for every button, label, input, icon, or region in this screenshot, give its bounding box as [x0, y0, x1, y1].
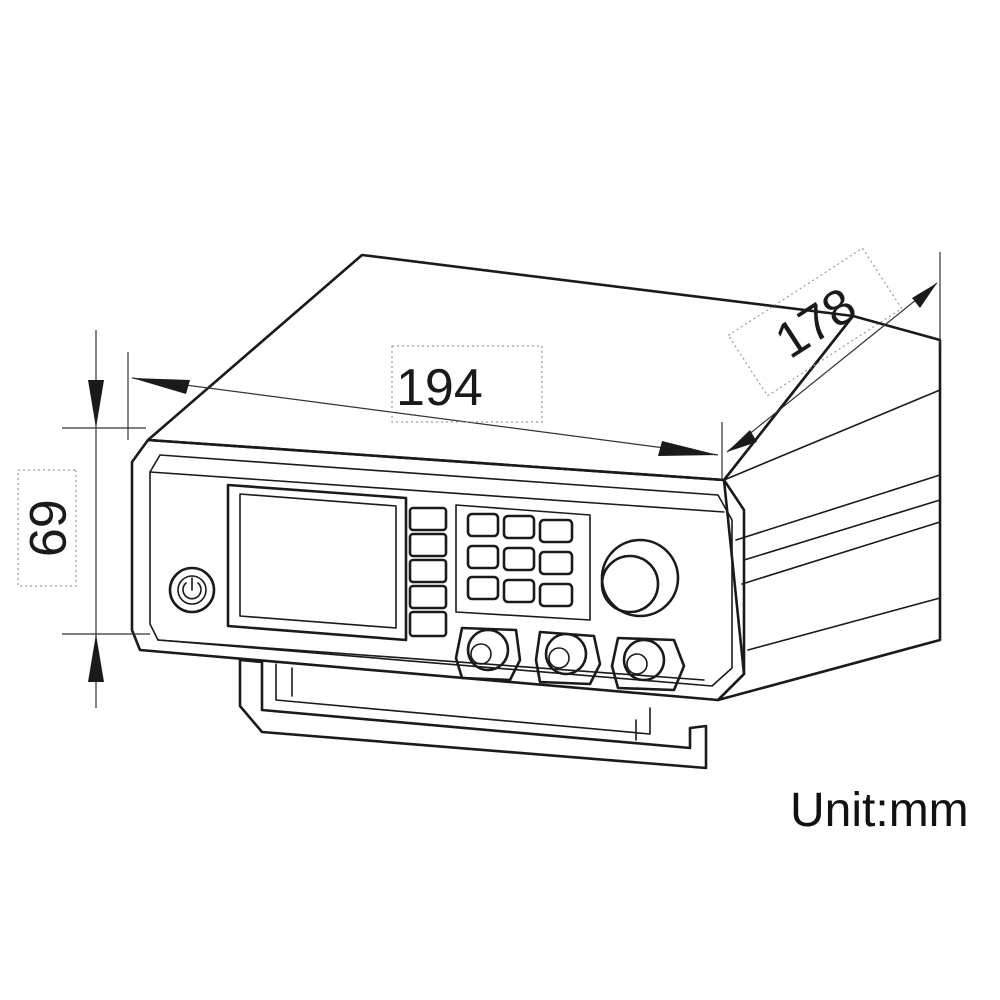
- arrow-left: [132, 378, 190, 394]
- right-side-face: [716, 314, 942, 702]
- key-6: [538, 550, 574, 576]
- soft-key-1: [408, 506, 448, 532]
- rotary-knob: [600, 538, 680, 618]
- key-5: [502, 546, 536, 572]
- lcd-screen: [226, 483, 408, 642]
- key-7: [466, 575, 500, 601]
- arrow-top: [88, 380, 104, 428]
- key-3: [538, 518, 574, 544]
- front-panel-inner: [149, 454, 733, 687]
- power-button: [168, 566, 216, 614]
- arrow-right: [658, 441, 718, 456]
- soft-keys: [408, 506, 448, 638]
- front-panel-lip: [149, 471, 725, 681]
- front-frame-outer: [130, 438, 746, 702]
- key-8: [502, 578, 536, 604]
- height-dimension: 69: [17, 330, 150, 708]
- bnc-connector-2: [534, 630, 602, 686]
- soft-key-4: [408, 584, 448, 610]
- side-ridges: [723, 389, 941, 651]
- depth-value: 178: [765, 277, 865, 369]
- arrow-back: [912, 283, 937, 308]
- arrow-front: [727, 430, 757, 452]
- power-icon: [182, 582, 202, 600]
- soft-key-2: [408, 532, 448, 558]
- soft-key-3: [408, 558, 448, 584]
- width-value: 194: [396, 359, 483, 417]
- key-1: [466, 512, 500, 538]
- arrow-bottom: [88, 634, 104, 682]
- unit-label: Unit:mm: [790, 784, 969, 837]
- depth-dimension: 178: [726, 247, 941, 453]
- key-4: [466, 544, 500, 570]
- device-outline: [130, 253, 942, 702]
- width-dimension: 194: [127, 345, 723, 480]
- height-value: 69: [18, 499, 76, 557]
- key-2: [502, 514, 536, 540]
- bnc-connector-3: [610, 636, 686, 692]
- keypad: [455, 504, 591, 621]
- support-stand: [238, 658, 708, 770]
- soft-key-5: [408, 610, 448, 638]
- bnc-connector-1: [454, 626, 522, 682]
- key-9: [538, 582, 574, 608]
